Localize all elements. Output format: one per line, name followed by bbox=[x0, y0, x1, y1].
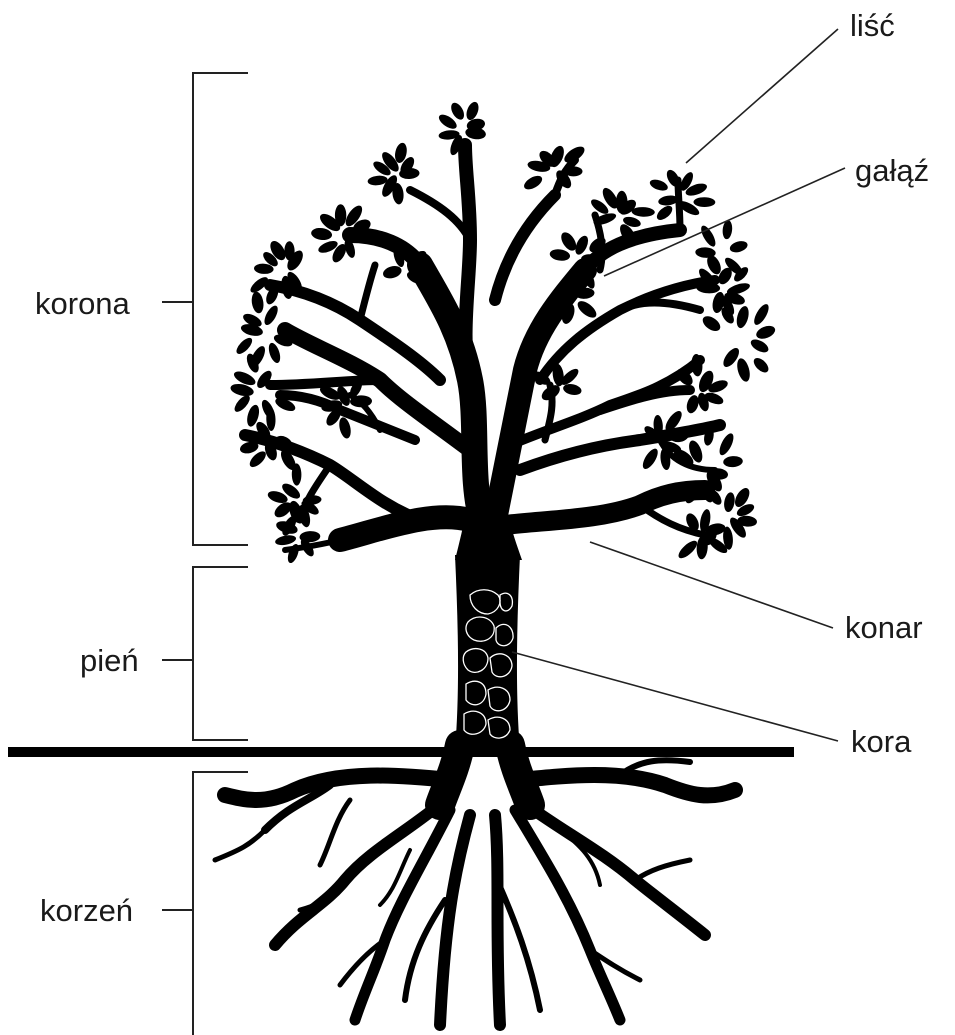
leaf bbox=[751, 302, 771, 327]
leaf bbox=[700, 313, 723, 334]
label-galaz: gałąź bbox=[855, 153, 929, 188]
leaf bbox=[250, 291, 265, 314]
korona-bracket bbox=[162, 73, 248, 545]
leaf bbox=[640, 446, 661, 471]
leaf bbox=[751, 355, 771, 375]
label-kora: kora bbox=[851, 724, 912, 759]
tree-trunk bbox=[455, 500, 522, 750]
leaf bbox=[749, 337, 771, 355]
leaf bbox=[464, 100, 481, 122]
leaf bbox=[754, 323, 777, 341]
korzen-bracket bbox=[162, 772, 248, 1035]
leaf bbox=[575, 298, 599, 321]
lisc-leader bbox=[686, 29, 838, 163]
leaf bbox=[654, 203, 674, 222]
label-korona: korona bbox=[35, 286, 131, 321]
leaf bbox=[729, 239, 749, 254]
leaf bbox=[735, 357, 752, 383]
leaf bbox=[337, 416, 352, 439]
label-korzen: korzeń bbox=[40, 893, 133, 928]
leaf bbox=[676, 538, 700, 561]
leaf bbox=[335, 204, 346, 226]
leaf bbox=[735, 305, 751, 330]
leaf bbox=[698, 224, 718, 249]
leaf bbox=[717, 431, 737, 457]
leaf bbox=[648, 177, 669, 192]
label-konar: konar bbox=[845, 610, 923, 645]
leaf bbox=[274, 534, 297, 547]
label-pien: pień bbox=[80, 643, 139, 678]
leaf bbox=[262, 304, 281, 327]
leaf bbox=[234, 335, 255, 356]
leaf bbox=[693, 197, 715, 207]
tree-branches bbox=[245, 145, 720, 550]
pien-bracket bbox=[162, 567, 248, 740]
ground-line bbox=[8, 747, 794, 757]
konar-leader bbox=[590, 542, 833, 628]
leaf bbox=[267, 341, 283, 364]
label-lisc: liść bbox=[850, 8, 895, 43]
tree-roots bbox=[215, 745, 735, 1025]
leaf bbox=[723, 492, 736, 513]
kora-leader bbox=[512, 652, 838, 741]
leaf bbox=[549, 248, 571, 262]
leaf bbox=[522, 173, 545, 192]
leaf bbox=[631, 207, 655, 218]
leaf bbox=[723, 455, 743, 467]
leaf bbox=[292, 463, 302, 485]
